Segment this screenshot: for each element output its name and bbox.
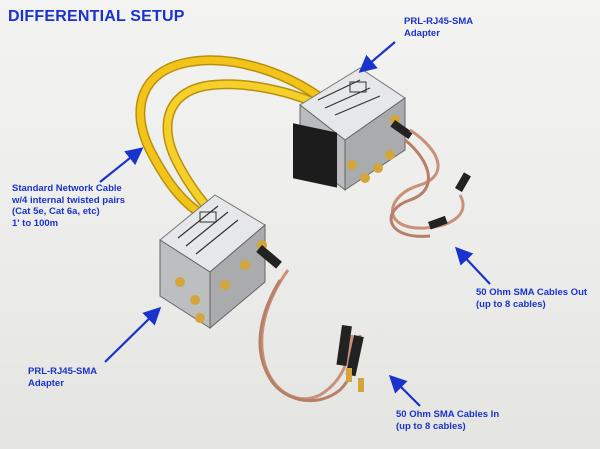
arrow-sma-out — [454, 246, 491, 285]
arrow-adapter-top — [358, 41, 396, 73]
label-network-cable: Standard Network Cable w/4 internal twis… — [12, 183, 125, 229]
adapter-top — [293, 67, 414, 192]
arrow-sma-in — [388, 374, 421, 407]
annotation-arrows — [99, 41, 491, 407]
label-adapter-bottom: PRL-RJ45-SMA Adapter — [28, 366, 98, 389]
adapter-bottom — [159, 194, 282, 330]
sma-cables-in — [258, 269, 364, 403]
label-sma-cables-out: 50 Ohm SMA Cables Out (up to 8 cables) — [476, 287, 588, 310]
arrow-adapter-bottom — [104, 306, 162, 363]
label-adapter-top: PRL-RJ45-SMA Adapter — [404, 16, 474, 39]
label-sma-cables-in: 50 Ohm SMA Cables In (up to 8 cables) — [396, 409, 500, 432]
network-cable — [135, 55, 335, 227]
page-title: DIFFERENTIAL SETUP — [8, 8, 185, 25]
sma-cables-out — [389, 128, 471, 238]
arrow-network-cable — [99, 147, 144, 183]
